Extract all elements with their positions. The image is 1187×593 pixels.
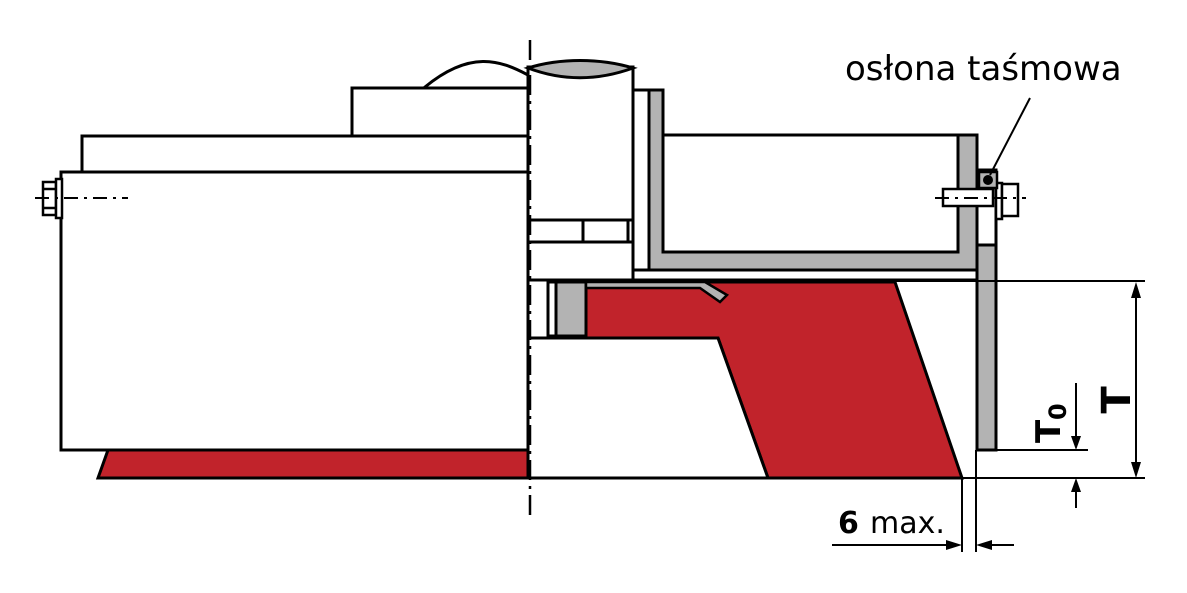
shaft: [523, 59, 638, 282]
seal-gray: [554, 280, 588, 338]
spacer-strip: [631, 88, 651, 282]
scraper-blade: [584, 280, 730, 304]
guard-housing: [661, 133, 960, 254]
clearance-unit: max.: [870, 506, 945, 541]
dimension-T0: [1071, 383, 1081, 508]
belt-guard-plate: [975, 243, 998, 452]
dimension-T-label: T: [1094, 386, 1140, 414]
dimension-T0-label: T: [1029, 419, 1069, 443]
clearance-dimension: [832, 450, 1014, 552]
bottom-bar: [631, 268, 979, 282]
left-tool-strip: [95, 448, 530, 480]
dimension-T0-subscript: 0: [1044, 403, 1072, 420]
clearance-label: 6 max.: [838, 506, 945, 541]
dimension-T: [1131, 282, 1141, 478]
clearance-value: 6: [838, 506, 859, 541]
upper-housing: [59, 60, 530, 452]
guard-label: osłona taśmowa: [845, 49, 1122, 89]
guard-leader-line: [989, 97, 1031, 176]
